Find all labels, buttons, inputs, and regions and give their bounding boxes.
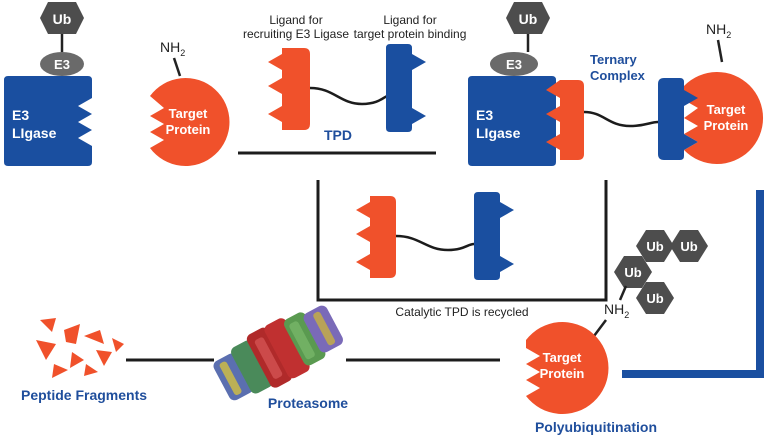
target-protein-body (150, 78, 230, 166)
ub-chain-3 (614, 256, 652, 288)
fragment-6 (70, 352, 84, 368)
peptide-label: Peptide Fragments (21, 387, 147, 403)
recycle-bracket (316, 180, 608, 302)
proteasome-structure (213, 305, 343, 401)
recycled-label: Catalytic TPD is recycled (395, 305, 528, 319)
ub-label-ternary: Ub (519, 11, 538, 27)
recycled-e3-ligand (356, 196, 396, 278)
target-ligand (386, 44, 426, 132)
e3-ligase-label-2-ternary: LIgase (476, 125, 521, 141)
target-label-2-poly: Protein (540, 366, 585, 381)
target-label-1-poly: Target (543, 350, 582, 365)
recycled-linker (395, 234, 475, 252)
e3-ligase-label-1: E3 (12, 107, 29, 123)
fragment-9 (112, 338, 124, 352)
ub-chain-2 (670, 230, 708, 262)
ternary-label-2: Complex (590, 68, 646, 83)
ub-chain-4 (636, 282, 674, 314)
fragment-3 (36, 340, 56, 360)
polyubiquitinated-protein: Ub Ub Ub Ub NH2 Target Protein Polyubiqu… (526, 230, 708, 435)
ternary-complex: Ub E3 E3 LIgase Ternary Complex NH2 Targ… (468, 2, 764, 166)
nh2-link (172, 57, 182, 77)
ub-chain-3-label: Ub (624, 265, 641, 280)
e3-oval-label-ternary: E3 (506, 57, 522, 72)
target-label-2: Protein (166, 122, 211, 137)
ub-hexagon-ternary (506, 2, 550, 34)
target-label-2-ternary: Protein (704, 118, 749, 133)
e3-ligase-free: Ub E3 E3 LIgase (4, 2, 92, 166)
ub-chain-4-label: Ub (646, 291, 663, 306)
ternary-linker (583, 110, 659, 128)
polyubiquitination-label: Polyubiquitination (535, 419, 657, 435)
e3-ligase-label-1-ternary: E3 (476, 107, 493, 123)
ligand-target-label-1: Ligand for (383, 13, 436, 27)
e3-oval-ternary (490, 52, 538, 76)
nh2-link-ternary (716, 39, 724, 63)
e3-ligase-body (4, 76, 92, 166)
e3-ligand (268, 48, 310, 130)
e3-ligand-ternary (546, 80, 584, 160)
ternary-label-1: Ternary (590, 52, 637, 67)
recycled-target-ligand (474, 192, 514, 280)
nh2-label: NH2 (160, 39, 185, 58)
tpd-label: TPD (324, 127, 352, 143)
nh2-link-poly (593, 319, 607, 337)
recycle-loop: Catalytic TPD is recycled (316, 180, 608, 319)
ligand-e3-label-2: recruiting E3 Ligase (243, 27, 349, 41)
e3-ligase-body-ternary (468, 76, 556, 166)
fragment-5 (96, 350, 112, 366)
target-label-1: Target (169, 106, 208, 121)
fragment-1 (40, 318, 56, 332)
ub-chain-link (618, 285, 628, 301)
target-protein-ternary (684, 72, 764, 164)
target-ligand-ternary (658, 78, 698, 160)
e3-ligase-label-2: LIgase (12, 125, 57, 141)
process-bracket (622, 190, 764, 378)
target-protein-poly (526, 322, 609, 414)
target-protein-free: NH2 Target Protein (150, 39, 230, 166)
target-label-1-ternary: Target (707, 102, 746, 117)
ligand-target-label-2: target protein binding (354, 27, 467, 41)
tpd-molecule: Ligand for recruiting E3 Ligase Ligand f… (238, 13, 467, 155)
ub-chain-1-label: Ub (646, 239, 663, 254)
peptide-fragments: Peptide Fragments (21, 318, 214, 403)
proteasome-label: Proteasome (268, 395, 348, 411)
fragment-7 (52, 364, 68, 378)
nh2-label-poly: NH2 (604, 301, 629, 320)
e3-oval (40, 52, 84, 76)
ub-chain-1 (636, 230, 674, 262)
ub-hexagon (40, 2, 84, 34)
ub-label: Ub (53, 11, 72, 27)
ligand-e3-label-1: Ligand for (269, 13, 322, 27)
nh2-label-ternary: NH2 (706, 21, 731, 40)
tpd-linker (309, 86, 389, 106)
ub-chain-2-label: Ub (680, 239, 697, 254)
fragment-4 (84, 330, 104, 344)
fragment-8 (84, 364, 98, 376)
fragment-2 (64, 324, 80, 344)
e3-oval-label: E3 (54, 57, 70, 72)
proteasome: Proteasome (213, 305, 500, 411)
